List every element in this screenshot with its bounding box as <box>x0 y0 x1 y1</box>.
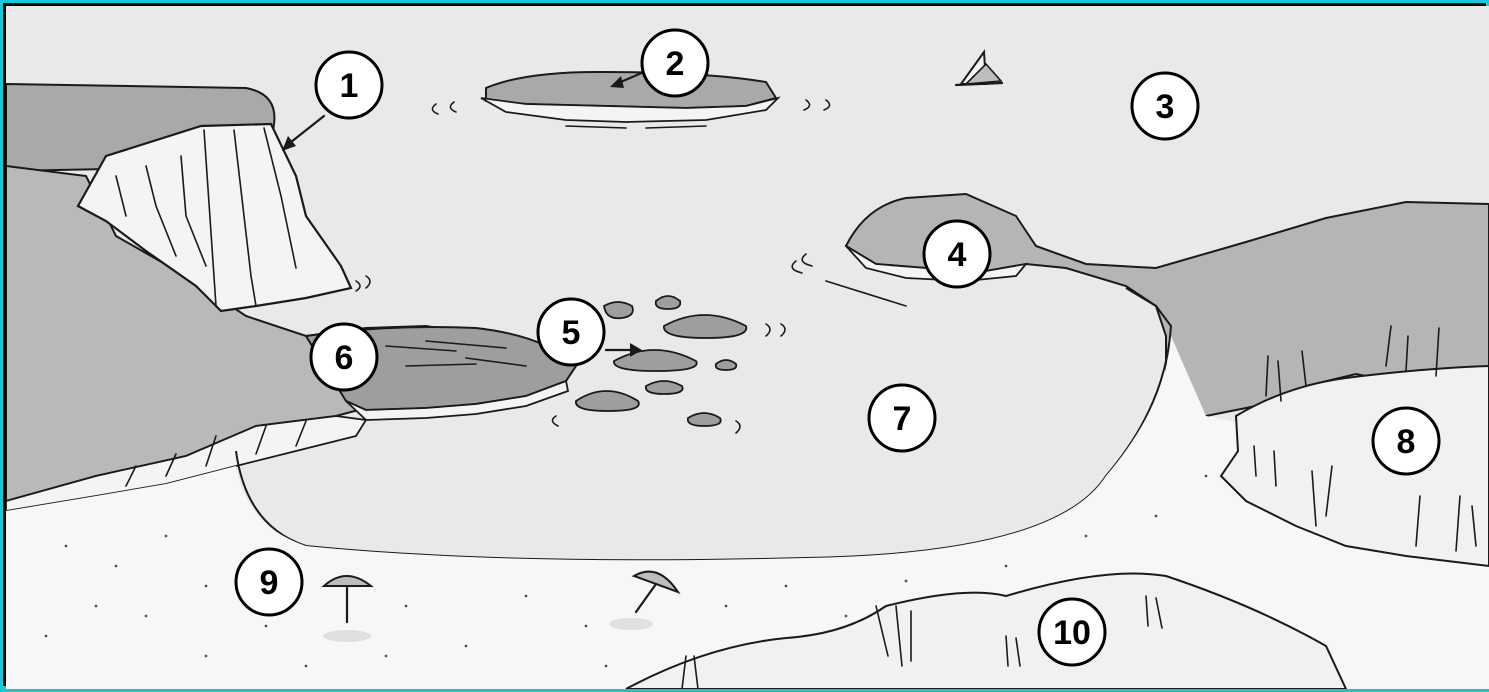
arrow-5-icon <box>604 343 642 357</box>
sailboat-icon <box>954 49 1004 87</box>
umbrella-icon <box>321 575 374 642</box>
label-2: 2 <box>640 28 710 98</box>
label-3: 3 <box>1130 71 1200 141</box>
label-6: 6 <box>309 322 379 392</box>
svg-text:9: 9 <box>260 564 279 602</box>
coastal-landforms-diagram: 1 2 3 4 5 6 7 8 9 10 <box>6 6 1489 689</box>
svg-text:5: 5 <box>562 314 581 352</box>
svg-text:2: 2 <box>666 45 685 83</box>
arrow-2-icon <box>610 70 646 88</box>
svg-text:10: 10 <box>1053 614 1091 652</box>
svg-text:4: 4 <box>948 236 967 274</box>
svg-text:1: 1 <box>340 67 359 105</box>
beach-stipple <box>44 474 1208 668</box>
svg-text:6: 6 <box>335 339 354 377</box>
rocks <box>575 295 748 427</box>
umbrella-icon <box>609 570 681 630</box>
rock-ripples <box>551 323 786 434</box>
label-10: 10 <box>1037 597 1107 667</box>
label-4: 4 <box>922 219 992 289</box>
label-5: 5 <box>536 297 606 367</box>
label-9: 9 <box>234 547 304 617</box>
arrow-1-icon <box>282 114 326 151</box>
svg-text:3: 3 <box>1156 88 1175 126</box>
label-7: 7 <box>867 383 937 453</box>
label-1: 1 <box>314 50 384 120</box>
svg-text:8: 8 <box>1397 423 1416 461</box>
cliff <box>76 122 371 313</box>
dunes <box>625 572 1348 689</box>
svg-text:7: 7 <box>893 400 912 438</box>
label-8: 8 <box>1371 406 1441 476</box>
